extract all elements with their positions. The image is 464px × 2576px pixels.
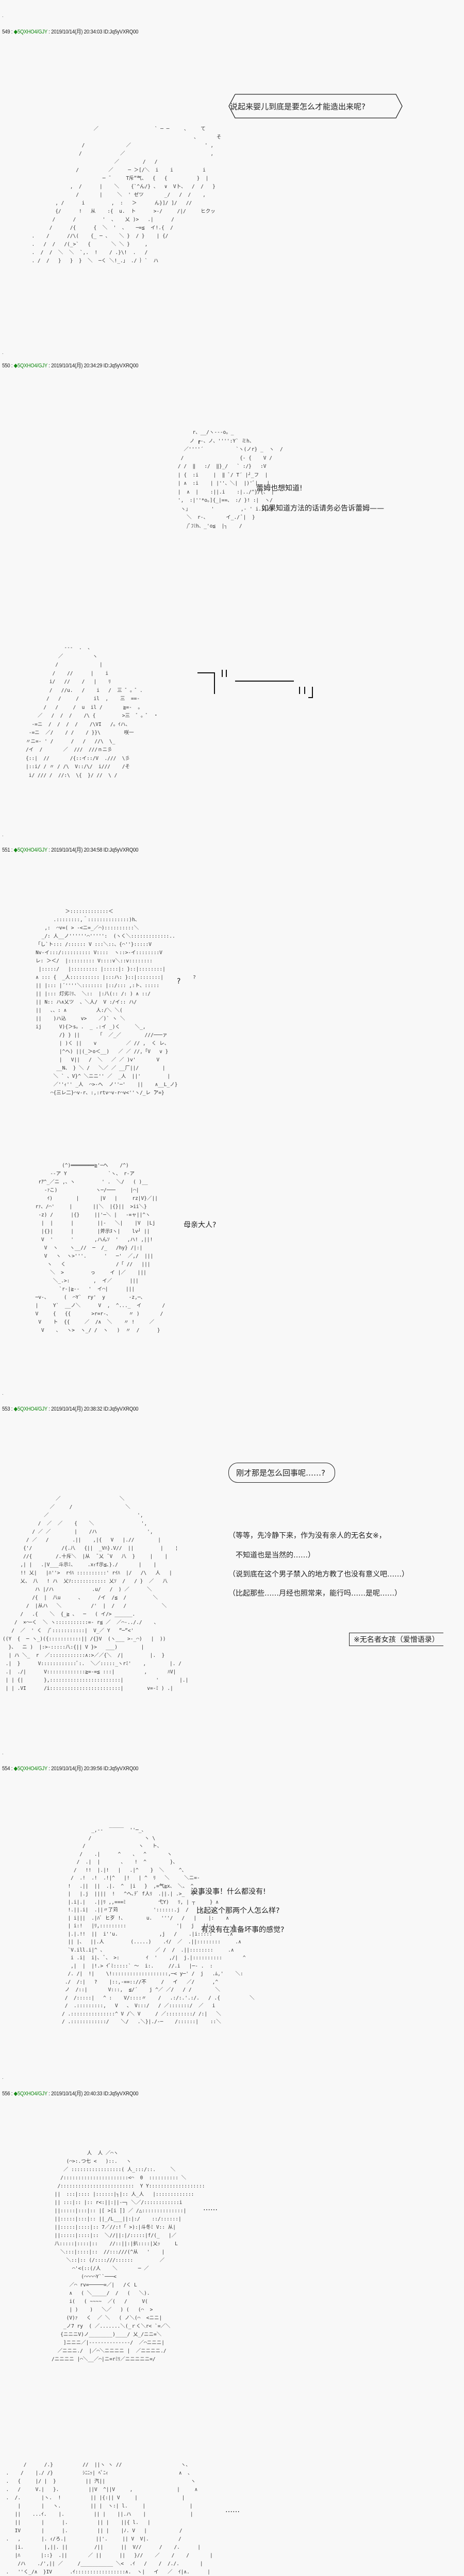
dialogue-line: 如果知道方法的话请务必告诉蕾姆—— [261, 504, 384, 513]
bubble-text: 刚才那是怎么回事呢……? [236, 1468, 325, 1478]
post-date: 2019/10/14(月) 20:38:32 [51, 1406, 103, 1412]
speech-bubble: 刚才那是怎么回事呢……? [228, 1463, 335, 1483]
hexagon-bubble-outline-icon [228, 94, 403, 118]
dialogue-line: 没事没事！什么都没有! [191, 1888, 266, 1896]
dialogue-line: 母亲大人? [184, 1221, 217, 1229]
separator-dot: . [2, 350, 4, 355]
ascii-art-549: ／ ` ─ ─ 、 て 、 そ / ／ ' , / ／ [31, 126, 222, 264]
separator-dot: . [2, 833, 4, 837]
trip-diamond-icon: ◆ [13, 2091, 18, 2097]
author-trip[interactable]: 5QXHO4/GJY [17, 847, 47, 853]
author-trip[interactable]: 5QXHO4/GJY [17, 29, 47, 35]
ascii-art-550b: ‐‐‐ . 、 ／ ヽ / | / // | i i/ // / | ﾘ / /… [26, 645, 159, 778]
post-header-549: 549 : ◆5QXHO4/GJY : 2019/10/14(月) 20:34:… [2, 29, 139, 35]
post-id[interactable]: ID:Jq5yVXRQ00 [103, 2091, 139, 2097]
dialogue-line: 比起这个那两个人怎么样? [196, 1907, 280, 1915]
ellipsis-text: …… [203, 2204, 218, 2212]
footnote-text: ※无名者女孩（爱憎语录） [354, 1636, 439, 1644]
post-date: 2019/10/14(月) 20:34:29 [51, 363, 103, 369]
separator-dot: . [2, 1751, 4, 1755]
post-number: 554 [2, 1766, 10, 1772]
author-trip[interactable]: 5QXHO4/GJY [17, 363, 47, 369]
bracket-rule [214, 672, 215, 694]
trip-diamond-icon: ◆ [13, 29, 18, 35]
separator-dot: . [2, 1391, 4, 1396]
dialogue-line: 蕾姆也想知道! [256, 484, 303, 493]
post-number: 556 [2, 2091, 10, 2097]
ascii-art-554: _,‐‐ ‾‾‾‾‾ ''─_、 / ヽ \ / ヽ ト、 / .| ^ 、 ^… [62, 1827, 255, 2025]
ascii-art-556b: / /.} // ||ヽ ヽ // ヽ、 . / |./ /} ｼﾆﾆｯ| ﾍﾟ… [6, 2462, 213, 2575]
ascii-art-551a: ＞:::::::::::::＜ .::::::::,＾:::::::::::::… [36, 909, 196, 1096]
post-date: 2019/10/14(月) 20:40:33 [51, 2091, 103, 2097]
post-header-554: 554 : ◆5QXHO4/GJY : 2019/10/14(月) 20:39:… [2, 1766, 139, 1772]
dialogue-line: 有没有在准备坏事的感觉? [201, 1926, 285, 1934]
bracket-rule [197, 672, 214, 673]
thought-line: （等等，先冷静下来，作为没有亲人的无名女※， [228, 1532, 386, 1540]
trip-diamond-icon: ◆ [13, 1406, 18, 1412]
post-id[interactable]: ID:Jq5yVXRQ00 [103, 1406, 139, 1412]
post-header-556: 556 : ◆5QXHO4/GJY : 2019/10/14(月) 20:40:… [2, 2091, 139, 2097]
trip-diamond-icon: ◆ [13, 847, 18, 853]
author-trip[interactable]: 5QXHO4/GJY [17, 1406, 47, 1412]
post-id[interactable]: ID:Jq5yVXRQ00 [103, 1766, 139, 1772]
separator-dot: . [2, 2075, 4, 2080]
post-number: 549 [2, 29, 10, 35]
post-header-551: 551 : ◆5QXHO4/GJY : 2019/10/14(月) 20:34:… [2, 847, 139, 853]
post-id[interactable]: ID:Jq5yVXRQ00 [103, 29, 139, 35]
separator-dot: . [2, 13, 4, 18]
post-header-553: 553 : ◆5QXHO4/GJY : 2019/10/14(月) 20:38:… [2, 1406, 139, 1412]
author-trip[interactable]: 5QXHO4/GJY [17, 2091, 47, 2097]
post-number: 553 [2, 1406, 10, 1412]
bracket-rule [235, 681, 294, 682]
footnote-box: ※无名者女孩（爱憎语录） [349, 1633, 443, 1646]
post-number: 551 [2, 847, 10, 853]
ellipsis-text: …… [225, 2506, 240, 2514]
thought-line: 不知道也是当然的……） [236, 1551, 315, 1560]
question-mark: ? [177, 977, 181, 986]
post-date: 2019/10/14(月) 20:34:58 [51, 847, 103, 853]
ascii-art-556a: 人 人 ／⌒ヽ (⌒>:.つ七 < )::. ヽ ／ :::::::::::::… [52, 2150, 205, 2362]
post-id[interactable]: ID:Jq5yVXRQ00 [103, 847, 139, 853]
ascii-art-550a: r、__/ヽ‐‐‐o。_ ノ ┏‐、ノ、'''':Y` ミh、 ／''''´ `… [177, 430, 283, 529]
author-trip[interactable]: 5QXHO4/GJY [17, 1766, 47, 1772]
ascii-art-553: ／ ＼ ／ / ＼ ／ ', / ／ ／ { ＼ ', / ／ ／ | /ハ [3, 1496, 189, 1691]
post-date: 2019/10/14(月) 20:39:56 [51, 1766, 103, 1772]
post-date: 2019/10/14(月) 20:34:03 [51, 29, 103, 35]
thought-line: （比起那些……月经也照常来，能行吗……是呢……） [228, 1589, 402, 1598]
post-id[interactable]: ID:Jq5yVXRQ00 [103, 363, 139, 369]
thought-line: （说到底在这个男子禁入的地方教了也没有意义吧……） [228, 1570, 409, 1579]
trip-diamond-icon: ◆ [13, 363, 18, 369]
bubble-text: 说起来婴儿到底是要怎么才能造出来呢? [230, 102, 366, 111]
post-number: 550 [2, 363, 10, 369]
ascii-art-551b: (^)════════≧'─へ /^) ‐‐ア Y `ヽ、 r‐ア rｱ^_／ニ… [35, 1163, 165, 1333]
post-header-550: 550 : ◆5QXHO4/GJY : 2019/10/14(月) 20:34:… [2, 363, 139, 369]
trip-diamond-icon: ◆ [13, 1766, 18, 1772]
